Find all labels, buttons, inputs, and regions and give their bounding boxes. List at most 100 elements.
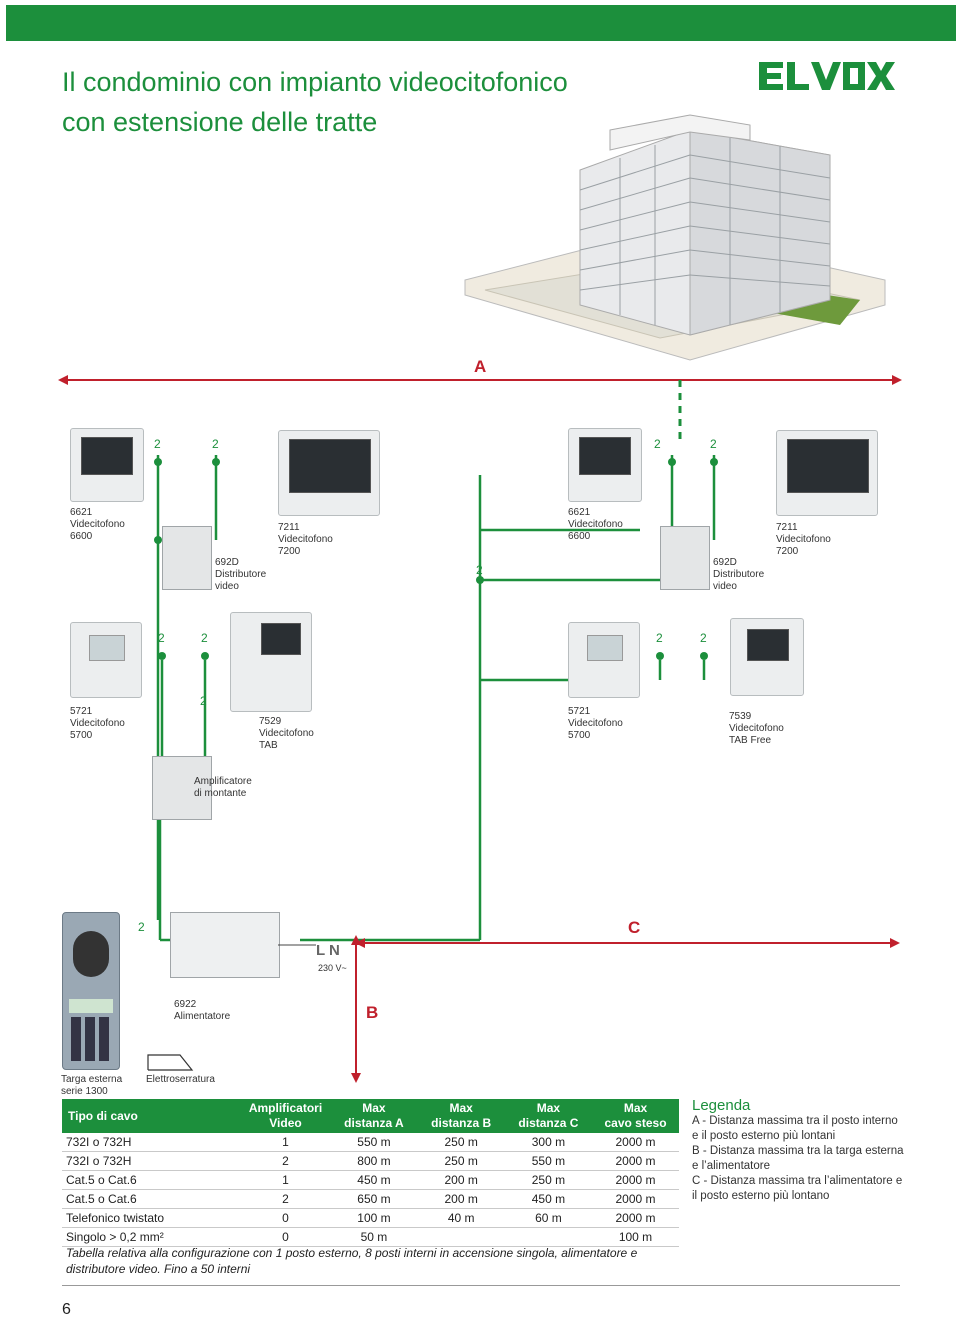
label-panel: Targa esterna serie 1300 — [61, 1074, 123, 1097]
building-illustration — [464, 114, 886, 361]
top-bar — [6, 5, 956, 41]
col-dist-c: Max distanza C — [504, 1099, 593, 1133]
wire-count: 2 — [212, 437, 219, 451]
label-amplifier: Amplificatore di montante — [194, 776, 252, 799]
cell: 550 m — [504, 1151, 593, 1171]
wiring-diagram — [154, 380, 718, 942]
label-5721-b: 5721 Videcitofono 5700 — [568, 706, 623, 741]
wire-count: 2 — [710, 437, 717, 451]
mains-label: L N — [316, 942, 340, 959]
cell: 650 m — [330, 1189, 418, 1209]
cell: 1 — [240, 1133, 331, 1152]
cell — [417, 1227, 505, 1247]
label-6621: 6621 Videcitofono 6600 — [70, 507, 125, 542]
cell: 800 m — [330, 1151, 418, 1171]
cell: 300 m — [504, 1133, 593, 1152]
monitor-7529 — [230, 612, 312, 712]
wire-count: 2 — [158, 631, 165, 645]
cell: 0 — [240, 1208, 331, 1228]
label-psu: 6922 Alimentatore — [174, 999, 231, 1022]
wire-count: 2 — [200, 694, 207, 708]
col-max-cable: Max cavo steso — [592, 1099, 679, 1133]
dim-arrow-a — [58, 375, 902, 385]
cell: 250 m — [504, 1170, 593, 1190]
legend-item-b: B - Distanza massima tra la targa estern… — [692, 1145, 904, 1172]
page-number: 6 — [62, 1301, 71, 1318]
cell: 2000 m — [592, 1208, 679, 1228]
monitor-7211-b — [776, 430, 878, 516]
monitor-5721-b — [568, 622, 640, 698]
cell: 2000 m — [592, 1151, 679, 1171]
monitor-6621 — [70, 428, 144, 502]
wire-count: 2 — [138, 920, 145, 934]
cell: Telefonico twistato — [62, 1208, 241, 1228]
dim-arrow-b — [351, 935, 361, 1083]
table-caption: Tabella relativa alla configurazione con… — [66, 1246, 638, 1276]
label-5721: 5721 Videcitofono 5700 — [70, 706, 125, 741]
label-692d-b: 692D Distributore video — [713, 557, 765, 592]
elvox-logo: ELVOX — [757, 60, 895, 92]
col-dist-a: Max distanza A — [330, 1099, 418, 1133]
cell: 2 — [240, 1189, 331, 1209]
cell: 732I o 732H — [62, 1133, 241, 1152]
wire-count: 2 — [476, 563, 483, 577]
cell: 450 m — [504, 1189, 593, 1209]
cell: 2000 m — [592, 1133, 679, 1152]
mains-line — [278, 944, 316, 946]
label-7529: 7529 Videcitofono TAB — [259, 716, 314, 751]
table-header-row: Tipo di cavo Amplificatori Video Max dis… — [62, 1099, 679, 1133]
monitor-6621-b — [568, 428, 642, 502]
dim-arrow-c — [355, 938, 900, 948]
cell: 40 m — [417, 1208, 505, 1228]
title-line-2: con estensione delle tratte — [62, 107, 378, 137]
cell: 2 — [240, 1151, 331, 1171]
cable-spec-table: Tipo di cavo Amplificatori Video Max dis… — [62, 1099, 679, 1247]
power-supply-6922 — [170, 912, 280, 978]
cell: 60 m — [504, 1208, 593, 1228]
entrance-panel-1300 — [62, 912, 120, 1070]
legend: Legenda A - Distanza massima tra il post… — [692, 1097, 907, 1204]
cell: 550 m — [330, 1133, 418, 1152]
col-amplifiers: Amplificatori Video — [240, 1099, 331, 1133]
cell: Cat.5 o Cat.6 — [62, 1170, 241, 1190]
legend-title: Legenda — [692, 1097, 751, 1114]
dim-label-a: A — [474, 357, 487, 376]
dim-label-c: C — [628, 918, 641, 937]
wire-count: 2 — [700, 631, 707, 645]
cell: 732I o 732H — [62, 1151, 241, 1171]
page-title: Il condominio con impianto videocitofoni… — [62, 62, 568, 142]
cell — [504, 1227, 593, 1247]
riser-amplifier — [152, 756, 212, 820]
voltage-label: 230 V~ — [318, 963, 347, 973]
distributor-692d-b — [660, 526, 710, 590]
col-cable-type: Tipo di cavo — [62, 1099, 241, 1133]
wire-count: 2 — [654, 437, 661, 451]
col-dist-b: Max distanza B — [417, 1099, 505, 1133]
label-lock: Elettroserratura — [146, 1074, 215, 1085]
wire-count: 2 — [201, 631, 208, 645]
label-7211-b: 7211 Videcitofono 7200 — [776, 522, 831, 557]
label-692d: 692D Distributore video — [215, 557, 267, 592]
cell: 200 m — [417, 1170, 505, 1190]
cell: 100 m — [592, 1227, 679, 1247]
label-6621-b: 6621 Videcitofono 6600 — [568, 507, 623, 542]
monitor-5721 — [70, 622, 142, 698]
legend-item-a: A - Distanza massima tra il posto intern… — [692, 1115, 898, 1142]
cell: Singolo > 0,2 mm² — [62, 1227, 241, 1247]
distributor-692d — [162, 526, 212, 590]
monitor-7539 — [730, 618, 804, 696]
cell: 2000 m — [592, 1189, 679, 1209]
title-line-1: Il condominio con impianto videocitofoni… — [62, 67, 568, 97]
wire-count: 2 — [656, 631, 663, 645]
wire-count: 2 — [154, 437, 161, 451]
cell: 1 — [240, 1170, 331, 1190]
dim-label-b: B — [366, 1003, 379, 1022]
legend-item-c: C - Distanza massima tra l’alimentatore … — [692, 1175, 903, 1202]
cell: 0 — [240, 1227, 331, 1247]
cell: Cat.5 o Cat.6 — [62, 1189, 241, 1209]
label-7211: 7211 Videcitofono 7200 — [278, 522, 333, 557]
